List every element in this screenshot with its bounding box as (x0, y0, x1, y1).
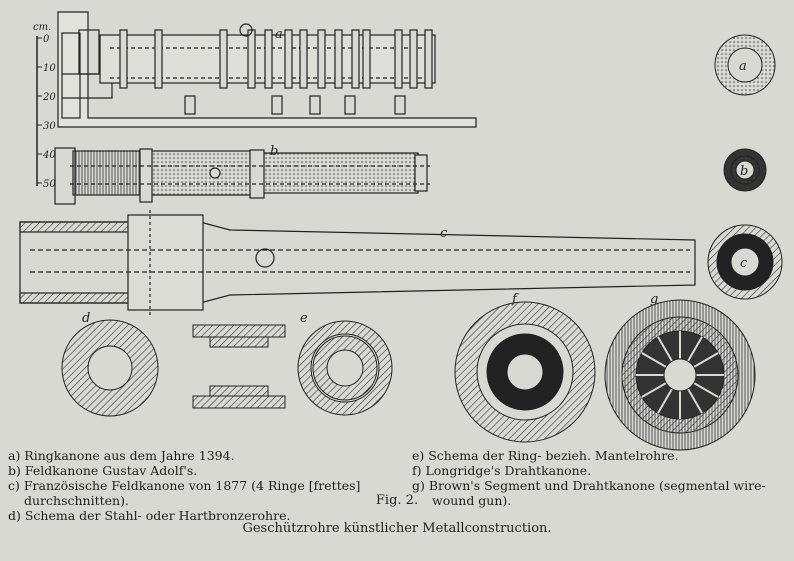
caption-d: d) Schema der Stahl- oder Hartbronzerohr… (8, 508, 291, 523)
scale-tick-label: 50 (43, 179, 56, 190)
schema-d (61, 319, 159, 417)
label-d: d (82, 311, 90, 326)
reinforcing-ring (154, 29, 163, 89)
reinforcing-ring (424, 29, 433, 89)
segment-divider (693, 352, 719, 368)
label-f: f (511, 292, 519, 307)
label-a: a (275, 27, 283, 42)
reinforcing-ring (247, 29, 256, 89)
caption-f: f) Longridge's Drahtkanone. (412, 463, 592, 478)
reinforcing-ring (264, 29, 273, 89)
gun-b-feldkanone (54, 147, 430, 205)
segment-divider (687, 388, 703, 414)
gun-c-franzoesische-feldkanone (19, 210, 696, 318)
reinforcing-ring (351, 29, 360, 89)
section-label-a: a (739, 59, 747, 74)
caption-c-cont: durchschnitten). (24, 493, 129, 508)
caption-c: c) Französische Feldkanone von 1877 (4 R… (8, 478, 361, 493)
segment-divider (657, 388, 673, 414)
section-c (707, 224, 783, 300)
label-c: c (440, 226, 448, 241)
caption-g-cont: wound gun). (432, 493, 512, 508)
section-label-b: b (740, 164, 748, 179)
scale-tick-label: 40 (42, 150, 56, 161)
caption-g: g) Brown's Segment und Drahtkanone (segm… (412, 478, 766, 493)
label-g: g (650, 292, 658, 307)
schema-f (454, 301, 596, 443)
scale-tick-label: 20 (42, 92, 56, 103)
reinforcing-ring (334, 29, 343, 89)
captions-left: a) Ringkanone aus dem Jahre 1394. b) Fel… (8, 448, 360, 523)
caption-e: e) Schema der Ring- bezieh. Mantelrohre. (412, 448, 679, 463)
captions-right: e) Schema der Ring- bezieh. Mantelrohre.… (412, 448, 766, 508)
segment-divider (687, 336, 703, 362)
reinforcing-ring (317, 29, 326, 89)
segment-divider (657, 336, 673, 362)
caption-a: a) Ringkanone aus dem Jahre 1394. (8, 448, 235, 463)
label-b: b (270, 144, 278, 159)
caption-b: b) Feldkanone Gustav Adolf's. (8, 463, 198, 478)
segment-divider (641, 352, 667, 368)
section-a (714, 34, 776, 96)
reinforcing-ring (409, 29, 418, 89)
reinforcing-ring (284, 29, 293, 89)
reinforcing-ring (119, 29, 128, 89)
reinforcing-ring (394, 29, 403, 89)
schema-e (192, 320, 393, 416)
figure-title: Geschützrohre künstlicher Metallconstruc… (242, 521, 552, 536)
schema-g (604, 299, 756, 451)
scale-bar: cm. 0 10 20 30 40 50 (33, 22, 56, 190)
reinforcing-ring (299, 29, 308, 89)
scale-unit: cm. (33, 22, 51, 33)
scale-tick-label: 10 (43, 63, 56, 74)
section-b (723, 148, 767, 192)
figure-number: Fig. 2. (375, 493, 419, 508)
scale-tick-label: 0 (43, 34, 50, 45)
reinforcing-ring (219, 29, 228, 89)
scale-tick-label: 30 (43, 121, 56, 132)
reinforcing-ring (362, 29, 371, 89)
segment-divider (641, 382, 667, 398)
gun-a-ringkanone (57, 11, 477, 128)
label-e: e (300, 311, 308, 326)
section-label-c: c (740, 256, 748, 271)
segment-divider (693, 382, 719, 398)
